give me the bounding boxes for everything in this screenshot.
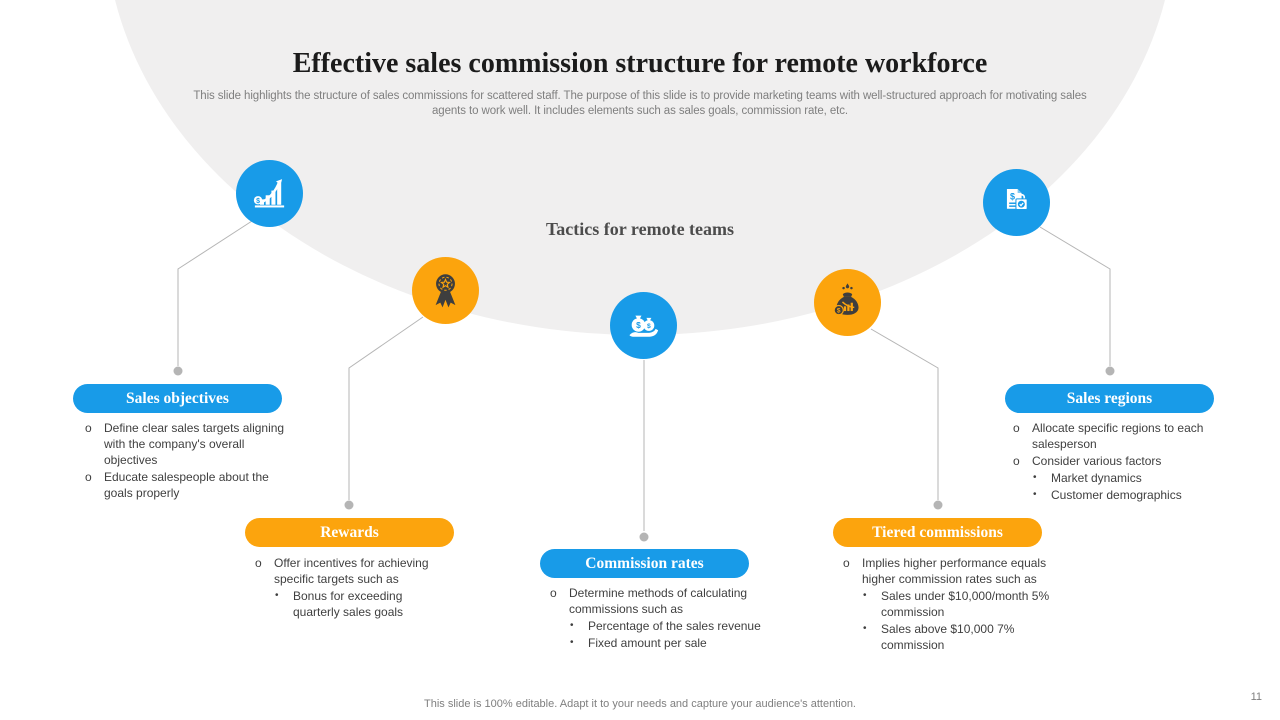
- slide-subtitle: This slide highlights the structure of s…: [193, 90, 1087, 117]
- page-number: 11: [1250, 691, 1262, 703]
- invoice-shopping-bag-icon: $: [983, 169, 1050, 236]
- sub-bullet-text: Fixed amount per sale: [588, 636, 707, 650]
- svg-text:$: $: [1010, 192, 1015, 202]
- sub-bullet-marker: •: [863, 590, 867, 601]
- sub-bullet-text: Customer demographics: [1051, 488, 1182, 502]
- bullet-marker: o: [255, 556, 262, 570]
- sub-bullet-marker: •: [1033, 489, 1037, 500]
- sub-bullet-marker: •: [1033, 472, 1037, 483]
- bullet-item: o Consider various factors: [1013, 453, 1205, 469]
- bullet-marker: o: [1013, 421, 1020, 435]
- sub-bullet-item: • Percentage of the sales revenue: [570, 618, 778, 634]
- bullet-text: Allocate specific regions to each salesp…: [1032, 421, 1204, 451]
- bullet-marker: o: [85, 470, 92, 484]
- page-title: Effective sales commission structure for…: [292, 48, 988, 79]
- sub-bullet-item: • Sales above $10,000 7% commission: [863, 621, 1050, 653]
- bullet-item: o Define clear sales targets aligning wit…: [85, 420, 285, 468]
- sub-bullet-text: Bonus for exceeding quarterly sales goal…: [293, 589, 404, 619]
- bullet-marker: o: [843, 556, 850, 570]
- sub-bullet-marker: •: [570, 620, 574, 631]
- bullet-text: Offer incentives for achieving specific …: [274, 556, 429, 586]
- sub-bullet-marker: •: [570, 637, 574, 648]
- money-bag-chart-icon: $: [814, 269, 881, 336]
- bullet-text: Consider various factors: [1032, 454, 1162, 468]
- footer-note: This slide is 100% editable. Adapt it to…: [424, 698, 856, 710]
- svg-text:$: $: [636, 320, 641, 330]
- sub-bullet-item: • Fixed amount per sale: [570, 635, 778, 651]
- pill-tiered-commissions: Tiered commissions: [833, 518, 1042, 547]
- sub-bullet-item: • Bonus for exceeding quarterly sales goa…: [275, 588, 451, 620]
- pill-sales-objectives: Sales objectives: [73, 384, 282, 413]
- pill-rewards: Rewards: [245, 518, 454, 547]
- bullets-commission-rates: o Determine methods of calculating commis…: [550, 585, 778, 652]
- bullet-item: o Implies higher performance equals highe…: [843, 555, 1050, 587]
- bullet-item: o Offer incentives for achieving specific…: [255, 555, 451, 587]
- sub-bullet-text: Sales under $10,000/month 5% commission: [881, 589, 1050, 619]
- svg-text:$: $: [647, 323, 651, 330]
- sub-bullet-marker: •: [863, 623, 867, 634]
- bullets-sales-objectives: o Define clear sales targets aligning wit…: [85, 420, 285, 502]
- sub-bullet-item: • Customer demographics: [1033, 487, 1205, 503]
- pill-sales-regions: Sales regions: [1005, 384, 1214, 413]
- bullet-item: o Determine methods of calculating commis…: [550, 585, 778, 617]
- sub-bullet-text: Percentage of the sales revenue: [588, 619, 761, 633]
- svg-text:$: $: [837, 308, 841, 315]
- sub-bullet-text: Sales above $10,000 7% commission: [881, 622, 1015, 652]
- bullet-marker: o: [85, 421, 92, 435]
- bullets-rewards: o Offer incentives for achieving specific…: [255, 555, 451, 621]
- bullet-marker: o: [550, 586, 557, 600]
- bullets-tiered-commissions: o Implies higher performance equals highe…: [843, 555, 1050, 654]
- pill-commission-rates: Commission rates: [540, 549, 749, 578]
- bullet-marker: o: [1013, 454, 1020, 468]
- sub-bullet-item: • Market dynamics: [1033, 470, 1205, 486]
- bullet-item: o Allocate specific regions to each sales…: [1013, 420, 1205, 452]
- bullet-item: o Educate salespeople about the goals pro…: [85, 469, 285, 501]
- bullets-sales-regions: o Allocate specific regions to each sales…: [1013, 420, 1205, 504]
- money-bags-hand-icon: $ $: [610, 292, 677, 359]
- growth-chart-icon: $: [236, 160, 303, 227]
- bullet-text: Determine methods of calculating commiss…: [569, 586, 748, 616]
- sub-bullet-item: • Sales under $10,000/month 5% commission: [863, 588, 1050, 620]
- bullet-text: Implies higher performance equals higher…: [862, 556, 1047, 586]
- sub-bullet-marker: •: [275, 590, 279, 601]
- svg-text:$: $: [256, 198, 260, 205]
- award-ribbon-icon: [412, 257, 479, 324]
- bullet-text: Educate salespeople about the goals prop…: [104, 470, 269, 500]
- bullet-text: Define clear sales targets aligning with…: [104, 421, 285, 467]
- center-heading: Tactics for remote teams: [545, 219, 735, 239]
- sub-bullet-text: Market dynamics: [1051, 471, 1142, 485]
